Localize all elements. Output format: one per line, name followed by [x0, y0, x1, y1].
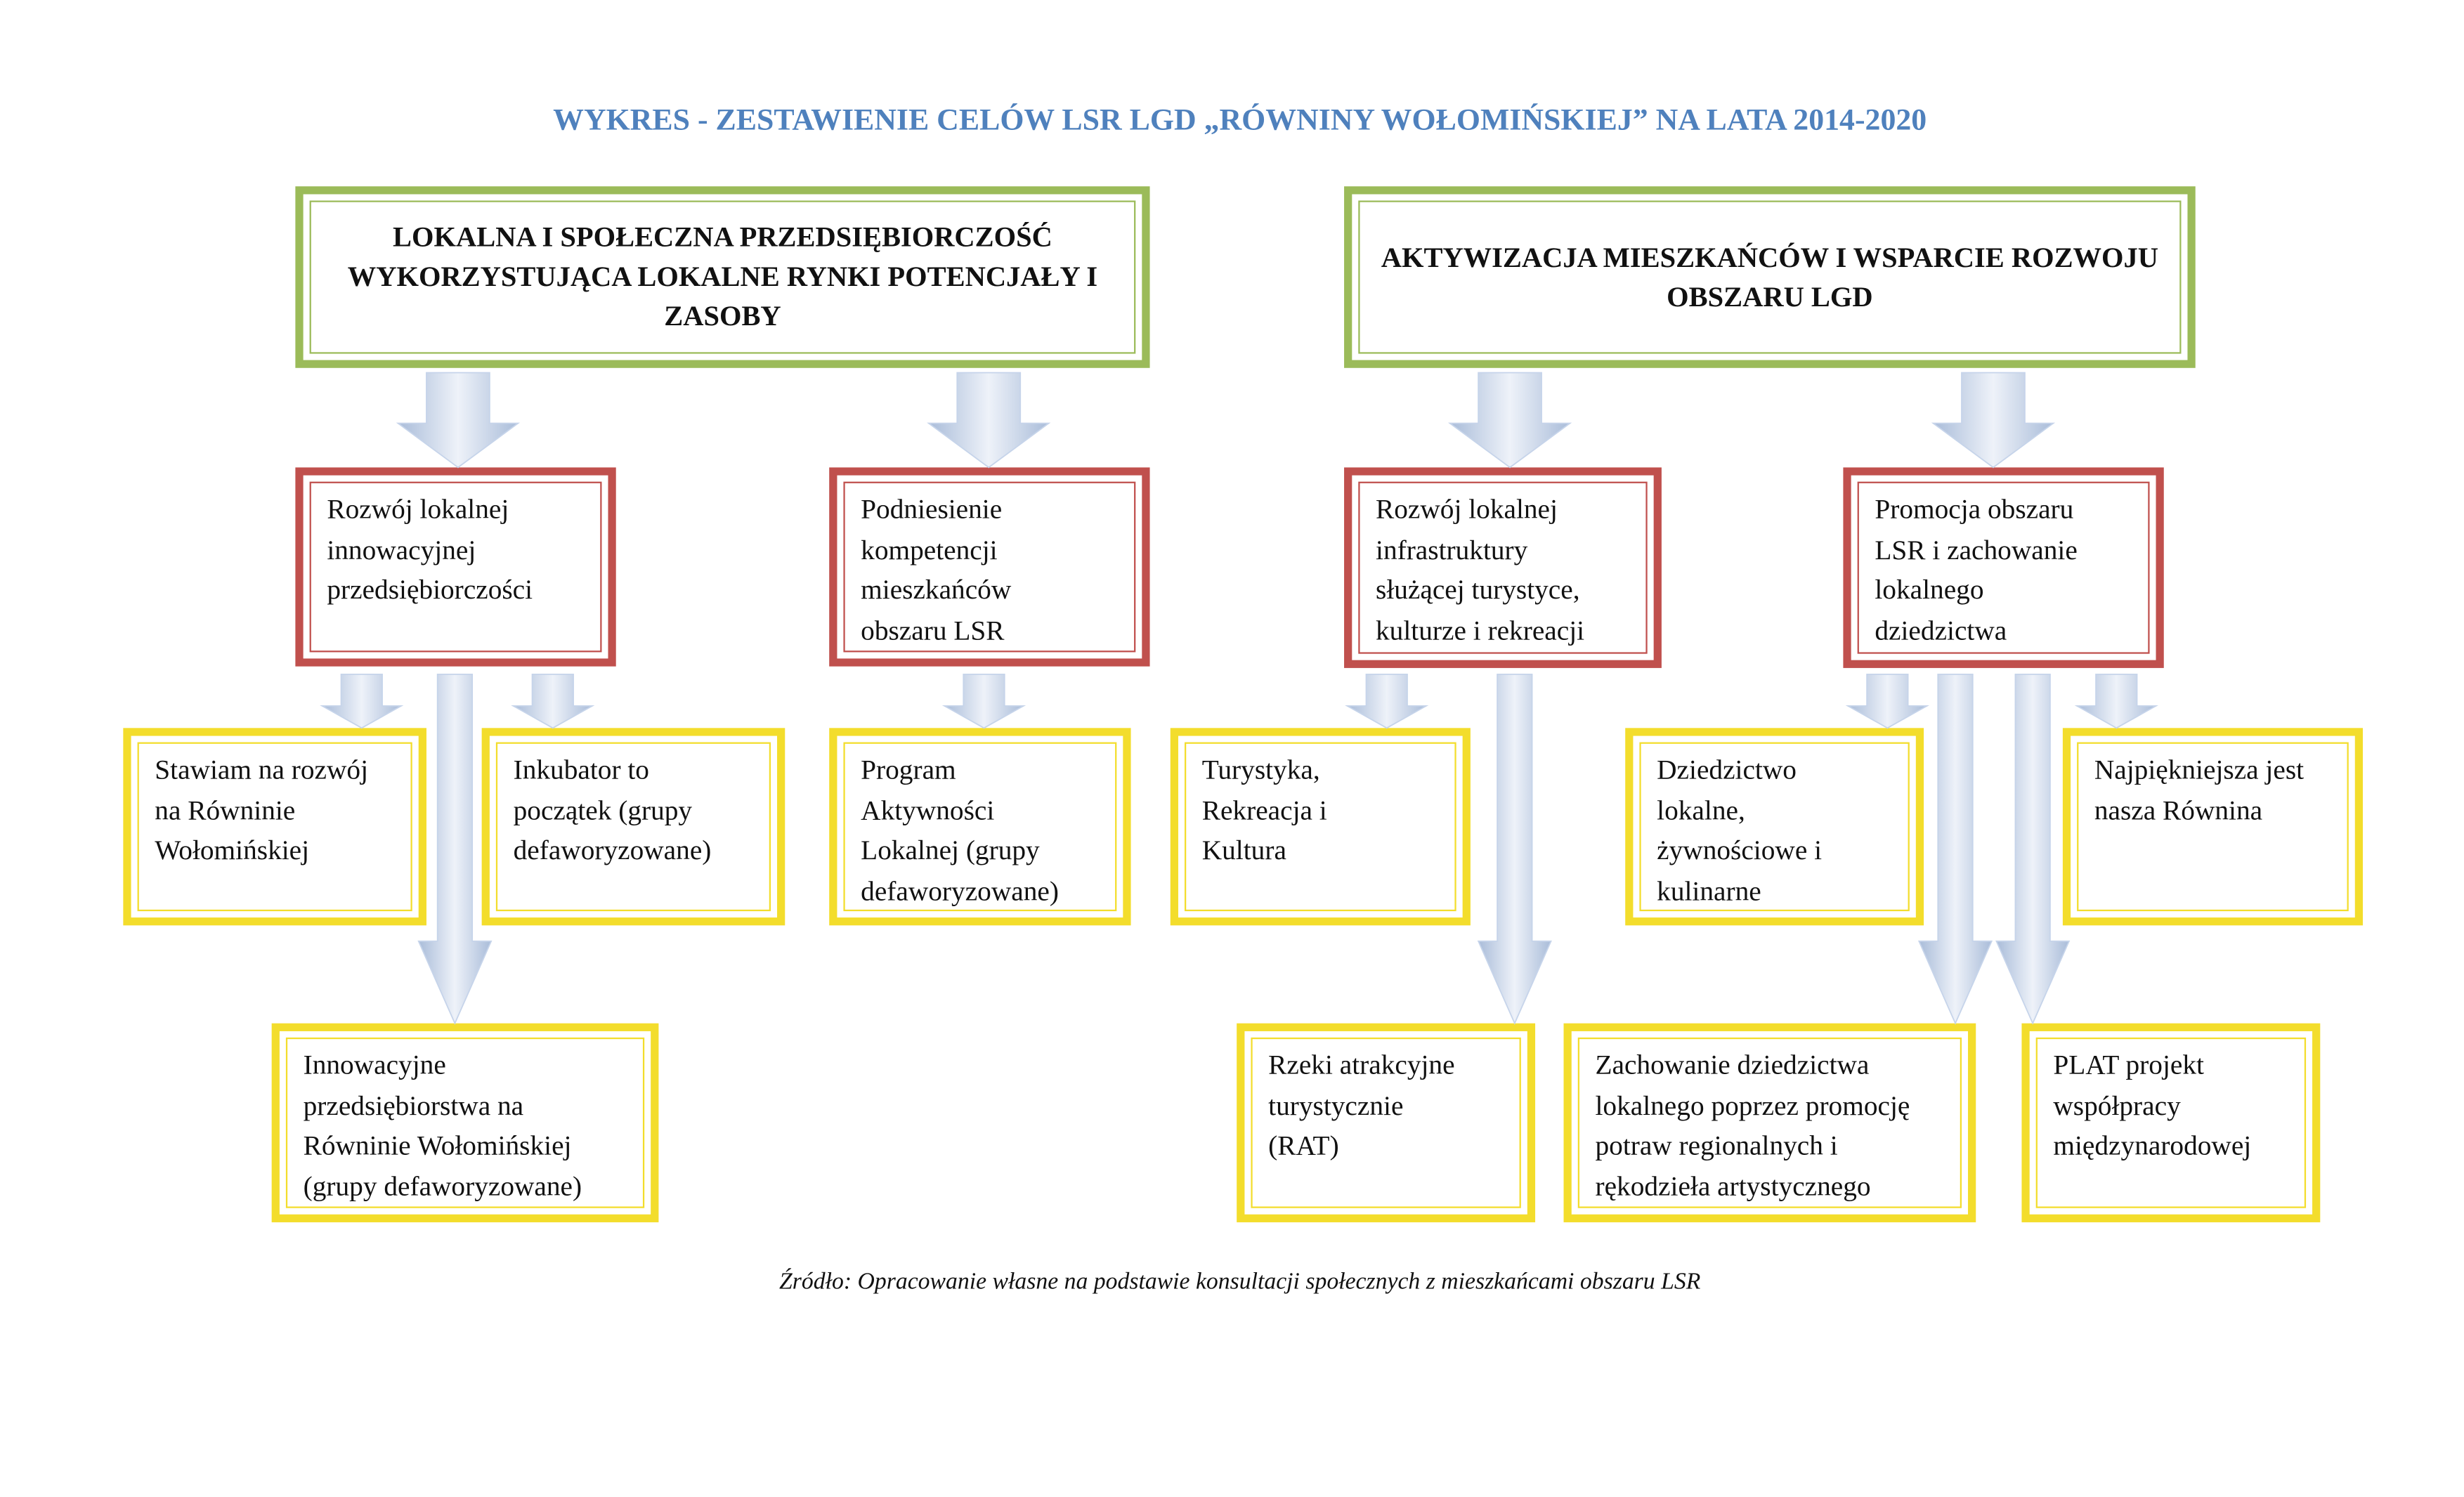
specific-goal-label: Rozwój lokalnej infrastruktury służącej … — [1358, 481, 1648, 654]
project-box: Innowacyjne przedsiębiorstwa na Równinie… — [271, 1023, 659, 1222]
down-arrow-icon — [320, 673, 404, 729]
project-label: Najpiękniejsza jest nasza Równina — [2077, 742, 2349, 912]
down-arrow-icon — [1931, 372, 2056, 469]
project-label: PLAT projekt współpracy międzynarodowej — [2035, 1037, 2307, 1208]
project-box: Rzeki atrakcyjne turystycznie (RAT) — [1237, 1023, 1536, 1222]
diagram-title: WYKRES - ZESTAWIENIE CELÓW LSR LGD „RÓWN… — [553, 104, 1927, 138]
general-goal-label: AKTYWIZACJA MIESZKAŃCÓW I WSPARCIE ROZWO… — [1358, 200, 2182, 354]
project-label: Turystyka, Rekreacja i Kultura — [1184, 742, 1456, 912]
down-arrow-icon — [1477, 673, 1552, 1025]
project-box: Dziedzictwo lokalne, żywnościowe i kulin… — [1625, 728, 1924, 926]
down-arrow-icon — [941, 673, 1026, 729]
down-arrow-icon — [396, 372, 521, 469]
project-label: Innowacyjne przedsiębiorstwa na Równinie… — [285, 1037, 645, 1208]
specific-goal-3: Rozwój lokalnej infrastruktury służącej … — [1344, 467, 1662, 668]
project-label: Inkubator to początek (grupy defaworyzow… — [495, 742, 771, 912]
specific-goal-label: Rozwój lokalnej innowacyjnej przedsiębio… — [309, 481, 602, 653]
project-box: Najpiękniejsza jest nasza Równina — [2062, 728, 2364, 926]
project-box: Stawiam na rozwój na Równinie Wołomiński… — [123, 728, 426, 926]
general-goal-label: LOKALNA I SPOŁECZNA PRZEDSIĘBIORCZOŚĆ WY… — [309, 200, 1136, 354]
down-arrow-icon — [1995, 673, 2071, 1025]
source-note: Źródło: Opracowanie własne na podstawie … — [779, 1269, 1701, 1295]
project-label: Stawiam na rozwój na Równinie Wołomiński… — [137, 742, 412, 912]
specific-goal-label: Promocja obszaru LSR i zachowanie lokaln… — [1857, 481, 2150, 654]
specific-goal-2: Podniesienie kompetencji mieszkańców obs… — [829, 467, 1150, 667]
general-goal-1: LOKALNA I SPOŁECZNA PRZEDSIĘBIORCZOŚĆ WY… — [295, 186, 1150, 368]
general-goal-2: AKTYWIZACJA MIESZKAŃCÓW I WSPARCIE ROZWO… — [1344, 186, 2196, 368]
project-box: Program Aktywności Lokalnej (grupy defaw… — [829, 728, 1131, 926]
project-label: Program Aktywności Lokalnej (grupy defaw… — [843, 742, 1117, 912]
specific-goal-1: Rozwój lokalnej innowacyjnej przedsiębio… — [295, 467, 616, 667]
down-arrow-icon — [927, 372, 1051, 469]
down-arrow-icon — [1917, 673, 1993, 1025]
project-box: PLAT projekt współpracy międzynarodowej — [2021, 1023, 2321, 1222]
down-arrow-icon — [417, 673, 493, 1025]
project-label: Zachowanie dziedzictwa lokalnego poprzez… — [1577, 1037, 1962, 1208]
down-arrow-icon — [2074, 673, 2158, 729]
project-box: Turystyka, Rekreacja i Kultura — [1170, 728, 1471, 926]
project-box: Zachowanie dziedzictwa lokalnego poprzez… — [1563, 1023, 1976, 1222]
specific-goal-4: Promocja obszaru LSR i zachowanie lokaln… — [1843, 467, 2164, 668]
project-box: Inkubator to początek (grupy defaworyzow… — [481, 728, 786, 926]
down-arrow-icon — [1845, 673, 1930, 729]
down-arrow-icon — [511, 673, 595, 729]
project-label: Rzeki atrakcyjne turystycznie (RAT) — [1251, 1037, 1521, 1208]
project-label: Dziedzictwo lokalne, żywnościowe i kulin… — [1639, 742, 1910, 912]
down-arrow-icon — [1447, 372, 1572, 469]
specific-goal-label: Podniesienie kompetencji mieszkańców obs… — [843, 481, 1136, 653]
down-arrow-icon — [1345, 673, 1429, 729]
